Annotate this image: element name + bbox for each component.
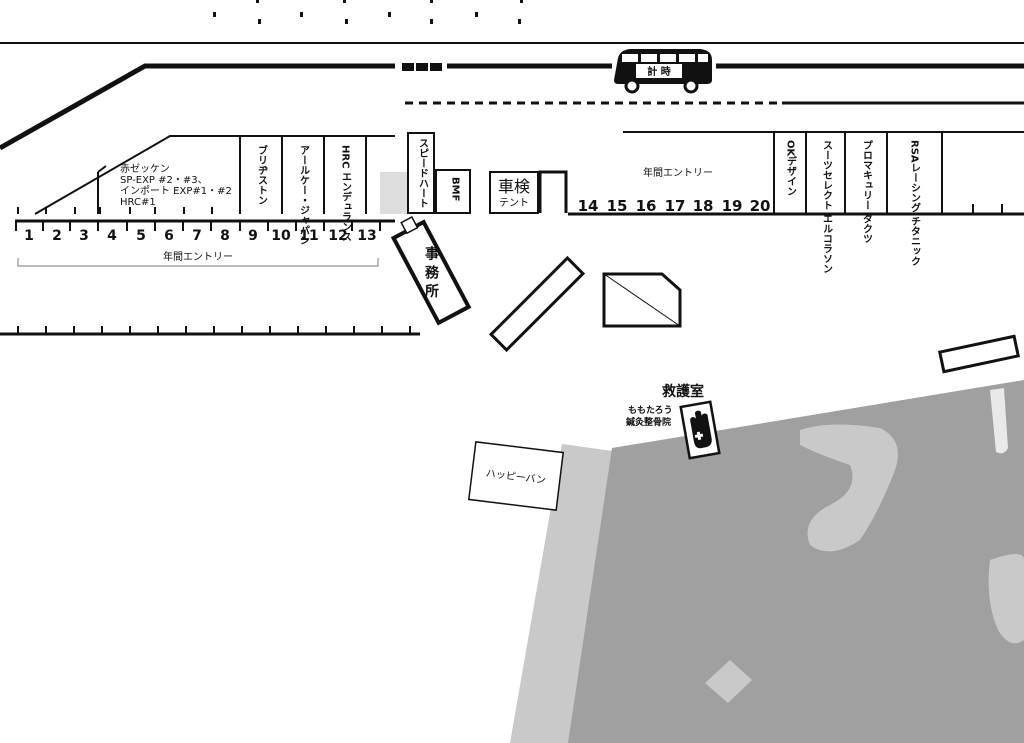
sponsor-hrc-endurance: HRC エンデュランス xyxy=(340,145,352,242)
course-island-2 xyxy=(988,554,1024,644)
pit-number: 15 xyxy=(607,197,628,215)
bmf-label: BMF xyxy=(450,177,461,201)
first-aid-line2: 鍼灸整骨院 xyxy=(626,416,671,428)
pit-number: 20 xyxy=(750,197,771,215)
pit-number: 5 xyxy=(136,228,146,244)
happy-van-tent: ハッピーバン xyxy=(467,441,565,511)
office-label: 事 務 所 xyxy=(423,245,439,299)
timing-label: 計 時 xyxy=(647,65,670,78)
pit-number: 11 xyxy=(299,228,318,244)
left-entry-line-1: 赤ゼッケン xyxy=(120,163,170,175)
left-annual-entry-label: 年間エントリー xyxy=(163,250,233,263)
course-island-3 xyxy=(705,660,752,703)
timing-bus-icon: 計 時 xyxy=(614,49,712,94)
pit-number: 8 xyxy=(220,228,230,244)
right-pit-building xyxy=(623,131,1024,214)
top-markers xyxy=(213,0,523,24)
first-aid-title: 救護室 xyxy=(662,383,704,400)
course-light-strip xyxy=(510,444,620,743)
shaken-title: 車検 xyxy=(498,177,530,196)
left-entry-line-2: SP-EXP #2・#3、 xyxy=(120,175,208,186)
hatched-area xyxy=(380,172,408,214)
pit-number: 4 xyxy=(107,228,117,244)
left-pit-building xyxy=(34,135,395,215)
first-aid-icon xyxy=(679,400,721,460)
sponsor-rsa-racing: RSAレーシング チタニック xyxy=(909,140,921,266)
sponsor-suitselect: スーツセレクト エルコラソン xyxy=(821,140,833,273)
pit-number: 6 xyxy=(164,228,174,244)
exit-lane xyxy=(990,388,1008,454)
course-island-1 xyxy=(800,424,898,552)
pit-number: 17 xyxy=(665,197,686,215)
left-entry-line-3: インポート EXP#1・#2 xyxy=(120,185,232,197)
bmf-booth xyxy=(435,169,471,214)
speed-heart-booth xyxy=(407,132,435,214)
sponsor-mercury: プロマキュリー ダクツ xyxy=(861,139,873,244)
left-entry-text: 赤ゼッケン SP-EXP #2・#3、 インポート EXP#1・#2 HRC#1 xyxy=(120,163,232,208)
pit-number: 12 xyxy=(328,228,347,244)
structure-right xyxy=(937,334,1021,374)
shaken-sub: テント xyxy=(499,198,529,209)
pit-number: 19 xyxy=(722,197,743,215)
course-area xyxy=(510,380,1024,743)
pit-number: 7 xyxy=(192,228,202,244)
pit-number: 18 xyxy=(693,197,714,215)
left-pit-ticks xyxy=(15,207,381,231)
sponsor-ok-design: OKデザイン xyxy=(785,140,797,196)
pit-wall xyxy=(0,63,1024,151)
pit-number: 2 xyxy=(52,228,62,244)
pit-number: 3 xyxy=(79,228,89,244)
pit-number: 16 xyxy=(636,197,657,215)
right-pit-numbers: 14 15 16 17 18 19 20 xyxy=(578,197,771,215)
pit-number: 1 xyxy=(24,228,34,244)
pit-number: 13 xyxy=(357,228,376,244)
shaken-tent xyxy=(489,171,539,214)
course-dark xyxy=(568,380,1024,743)
gate xyxy=(538,170,568,213)
right-pit-ticks xyxy=(805,204,1003,214)
sponsor-bridgestone: ブリヂストン xyxy=(256,144,268,205)
pit-number: 9 xyxy=(248,228,258,244)
annual-entry-bracket xyxy=(17,258,379,267)
office-building: 事 務 所 xyxy=(390,216,472,326)
pit-number: 14 xyxy=(578,197,599,215)
lower-ticks xyxy=(17,326,411,334)
structure-angled xyxy=(488,255,586,353)
pit-number: 10 xyxy=(271,228,291,244)
left-entry-line-4: HRC#1 xyxy=(120,197,156,208)
first-aid-line1: ももたろう xyxy=(628,405,672,416)
tent-pentagon xyxy=(602,272,682,328)
right-annual-entry-label: 年間エントリー xyxy=(643,166,713,179)
speed-heart-label: スピードハート xyxy=(417,138,429,208)
